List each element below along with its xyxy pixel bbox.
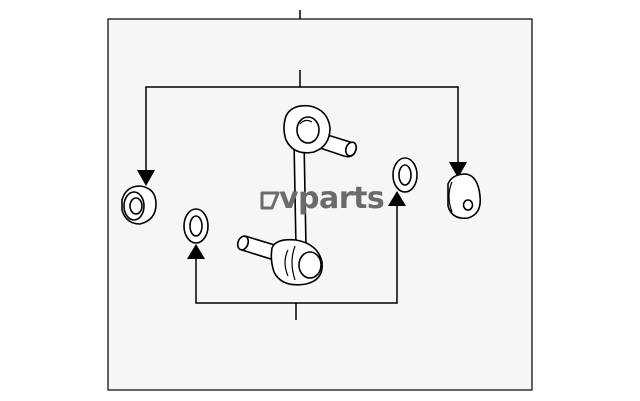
bushing-right-icon: [447, 173, 482, 220]
washer-right-icon: [392, 157, 418, 193]
bushing-left-icon: [121, 185, 157, 225]
washer-left-icon: [183, 208, 209, 244]
lower-callout-bracket: [187, 191, 406, 320]
vparts-logo-text: vparts: [279, 181, 384, 216]
stabilizer-link-icon: [236, 104, 358, 286]
vparts-logo-mark-icon: [260, 191, 280, 210]
vparts-watermark: vparts: [260, 181, 385, 216]
upper-callout-bracket: [137, 70, 467, 186]
